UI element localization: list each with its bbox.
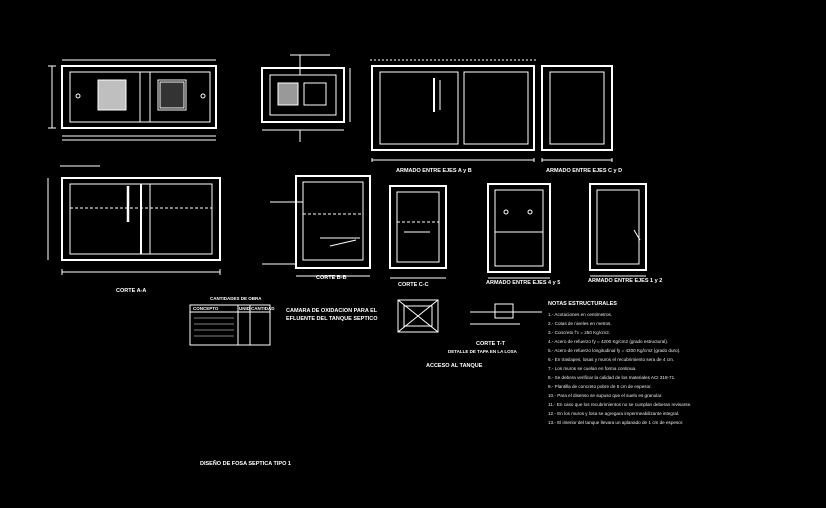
armado-ejes-cd	[541, 65, 613, 162]
armado-ejes-4y5	[487, 183, 551, 279]
label-corte-a: CORTE A-A	[116, 288, 146, 294]
label-armado-4y5: ARMADO ENTRE EJES 4 y 5	[486, 280, 560, 286]
armado-ejes-ab	[370, 59, 536, 162]
note-line: 1.- Acotaciones en centimetros.	[548, 312, 612, 317]
label-camara-1: CAMARA DE OXIDACION PARA EL	[286, 308, 378, 314]
note-line: 7.- Los muros se cuelan en forma continu…	[548, 366, 636, 371]
label-corte-t: CORTE T-T	[476, 341, 506, 347]
table-header-cantidad: CANTIDAD	[251, 306, 275, 311]
corte-b-b	[262, 175, 371, 277]
corte-c-c	[389, 185, 447, 279]
note-line: 12.- En los muros y losa se agregara imp…	[548, 411, 679, 416]
quantities-table	[189, 304, 271, 346]
note-line: 3.- Concreto f'c = 250 Kg/cm2.	[548, 330, 610, 335]
notes-title: NOTAS ESTRUCTURALES	[548, 301, 617, 307]
note-line: 2.- Cotas de niveles en metros.	[548, 321, 612, 326]
armado-ejes-1y2	[589, 183, 647, 277]
label-camara-2: EFLUENTE DEL TANQUE SEPTICO	[286, 316, 378, 322]
corte-a-a	[47, 165, 221, 275]
label-detalle: DETALLE DE TAPA EN LA LOSA	[448, 349, 518, 354]
label-armado-ab: ARMADO ENTRE EJES A y B	[396, 168, 472, 174]
note-line: 4.- Acero de refuerzo fy = 4200 Kg/cm2 (…	[548, 339, 668, 344]
note-line: 10.- Para el disenso se supuso que el su…	[548, 393, 662, 398]
plan-view-main	[48, 59, 217, 141]
access-detail	[397, 299, 542, 333]
note-line: 8.- Se debera verificar la calidad de lo…	[548, 375, 675, 380]
note-line: 11.- En caso que los recubrimientos no s…	[548, 402, 691, 407]
label-diseno: DISEÑO DE FOSA SEPTICA TIPO 1	[200, 460, 291, 467]
note-line: 13.- El interior del tanque llevara un a…	[548, 420, 683, 425]
structural-notes: NOTAS ESTRUCTURALES 1.- Acotaciones en c…	[548, 301, 691, 425]
plan-view-chamber	[261, 54, 351, 142]
note-line: 9.- Plantilla de concreto pobre de 5 cm …	[548, 384, 652, 389]
table-header-unid: UNID	[239, 306, 251, 311]
label-acceso: ACCESO AL TANQUE	[426, 363, 483, 369]
table-header-concepto: CONCEPTO	[193, 306, 219, 311]
label-armado-1y2: ARMADO ENTRE EJES 1 y 2	[588, 278, 662, 284]
note-line: 6.- En traslapes, losas y muros el recub…	[548, 357, 674, 362]
label-corte-b: CORTE B-B	[316, 275, 347, 281]
label-armado-cd: ARMADO ENTRE EJES C y D	[546, 168, 622, 174]
note-line: 5.- Acero de refuerzo longitudinal fy = …	[548, 348, 680, 353]
label-corte-c: CORTE C-C	[398, 282, 429, 288]
label-cantidades: CANTIDADES DE OBRA	[210, 296, 262, 301]
